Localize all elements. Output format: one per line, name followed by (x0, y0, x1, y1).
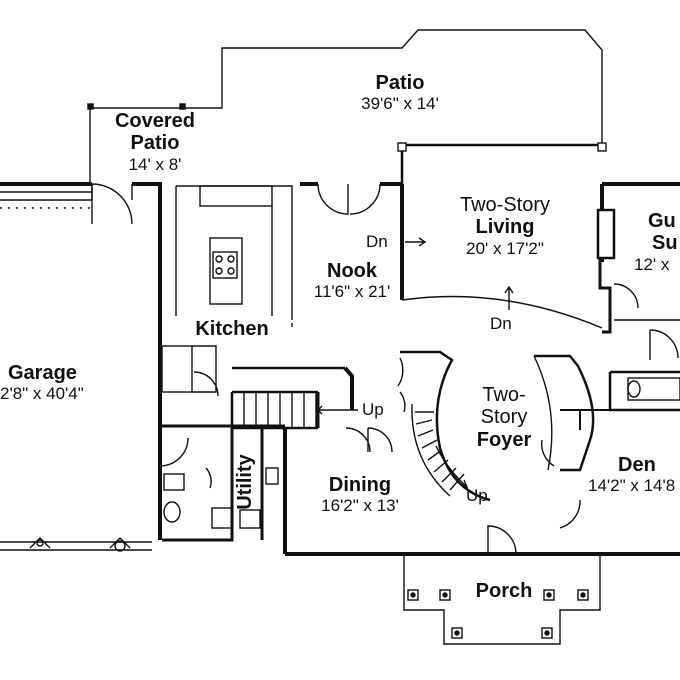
foyer-line2: Story (480, 406, 528, 429)
dining-name: Dining (328, 474, 392, 496)
porch-column (541, 627, 553, 639)
den-curved-wall (534, 354, 595, 472)
patio-dim: 39'6" x 14' (361, 94, 439, 114)
foyer-label: Two- Story Foyer (466, 384, 542, 451)
patio-label: Patio 39'6" x 14' (360, 72, 440, 113)
living-bay-wall (400, 143, 602, 185)
garage-dim: 2'8" x 40'4" (0, 384, 84, 404)
up-foyer-stair: Up (466, 486, 488, 505)
fireplace (596, 208, 616, 260)
garage-door-track (0, 541, 152, 551)
den-dim: 14'2" x 14'8 (588, 476, 676, 496)
utility-east-door (205, 467, 212, 489)
guest-line1: Gu (648, 210, 676, 232)
utility-door (193, 371, 219, 397)
stair-treads (243, 392, 317, 428)
foyer-line1: Two- (482, 384, 526, 406)
nook-dim: 11'6" x 21' (313, 282, 391, 302)
cooktop (212, 251, 238, 279)
garage-name: Garage (8, 362, 77, 384)
guest-dim: 12' x (634, 254, 670, 274)
kitchen-cabinets-top (199, 185, 273, 207)
dryer (239, 509, 261, 529)
covered-patio-post (179, 103, 186, 110)
covered-patio-line1: Covered (114, 110, 196, 132)
foyer-curved-stair-inner (411, 403, 451, 497)
garage-door-track (0, 191, 92, 201)
guest-suite-label: Gu Su 12' x (630, 210, 680, 274)
nook-name: Nook (327, 260, 377, 282)
stair-arrow (317, 405, 358, 415)
den-label: Den 14'2" x 14'8 (588, 454, 680, 495)
porch-column (543, 589, 555, 601)
garage-label: Garage 2'8" x 40'4" (0, 362, 108, 403)
kitchen-name: Kitchen (195, 318, 269, 340)
living-line2: Living (475, 216, 535, 239)
living-arrow-left (405, 237, 427, 247)
utility-name: Utility (234, 454, 256, 510)
foyer-curved-stair-outer (400, 350, 491, 502)
guest-door (649, 329, 679, 360)
foyer-line3: Foyer (476, 428, 532, 451)
porch-column (439, 589, 451, 601)
patio-name: Patio (375, 72, 425, 94)
stair-wall (232, 366, 345, 394)
utility-swing-door (159, 437, 189, 467)
toilet (163, 473, 185, 491)
porch-name: Porch (475, 580, 533, 602)
covered-patio-label: Covered Patio 14' x 8' (100, 110, 210, 174)
utility-wall (232, 424, 285, 540)
covered-patio-dim: 14' x 8' (128, 154, 182, 174)
patio-outline (89, 29, 603, 182)
covered-patio-post (87, 103, 94, 110)
kitchen-counter-right (271, 185, 293, 316)
living-dim: 20' x 17'2" (466, 238, 544, 258)
living-arrow-bottom (504, 285, 514, 310)
utility-label: Utility (234, 442, 256, 522)
living-line1: Two-Story (459, 194, 551, 216)
living-label: Two-Story Living 20' x 17'2" (440, 194, 570, 258)
kitchen-island (209, 237, 243, 305)
foyer-door-entry (487, 525, 517, 555)
living-curved-wall (401, 295, 603, 329)
porch-column (451, 627, 463, 639)
porch-label: Porch (462, 580, 546, 602)
up-main-stair: Up (362, 400, 384, 419)
dn-living-left: Dn (366, 232, 388, 251)
den-name: Den (618, 454, 656, 476)
pantry (161, 345, 193, 393)
nook-french-door (317, 183, 381, 215)
kitchen-label: Kitchen (186, 318, 278, 340)
porch-outline (403, 554, 601, 645)
garage-swing-door (91, 183, 133, 225)
foyer-door-left (397, 357, 406, 413)
guest-line2: Su (652, 232, 678, 255)
covered-patio-line2: Patio (130, 132, 180, 155)
porch-column (577, 589, 589, 601)
foyer-stair-arrow (435, 445, 469, 489)
dining-dim: 16'2" x 13' (321, 496, 399, 516)
washer (211, 507, 233, 529)
dining-label: Dining 16'2" x 13' (300, 474, 420, 515)
nook-label: Nook 11'6" x 21' (300, 260, 404, 301)
den-door (541, 439, 581, 529)
porch-column (407, 589, 419, 601)
dn-living-bottom: Dn (490, 314, 512, 333)
